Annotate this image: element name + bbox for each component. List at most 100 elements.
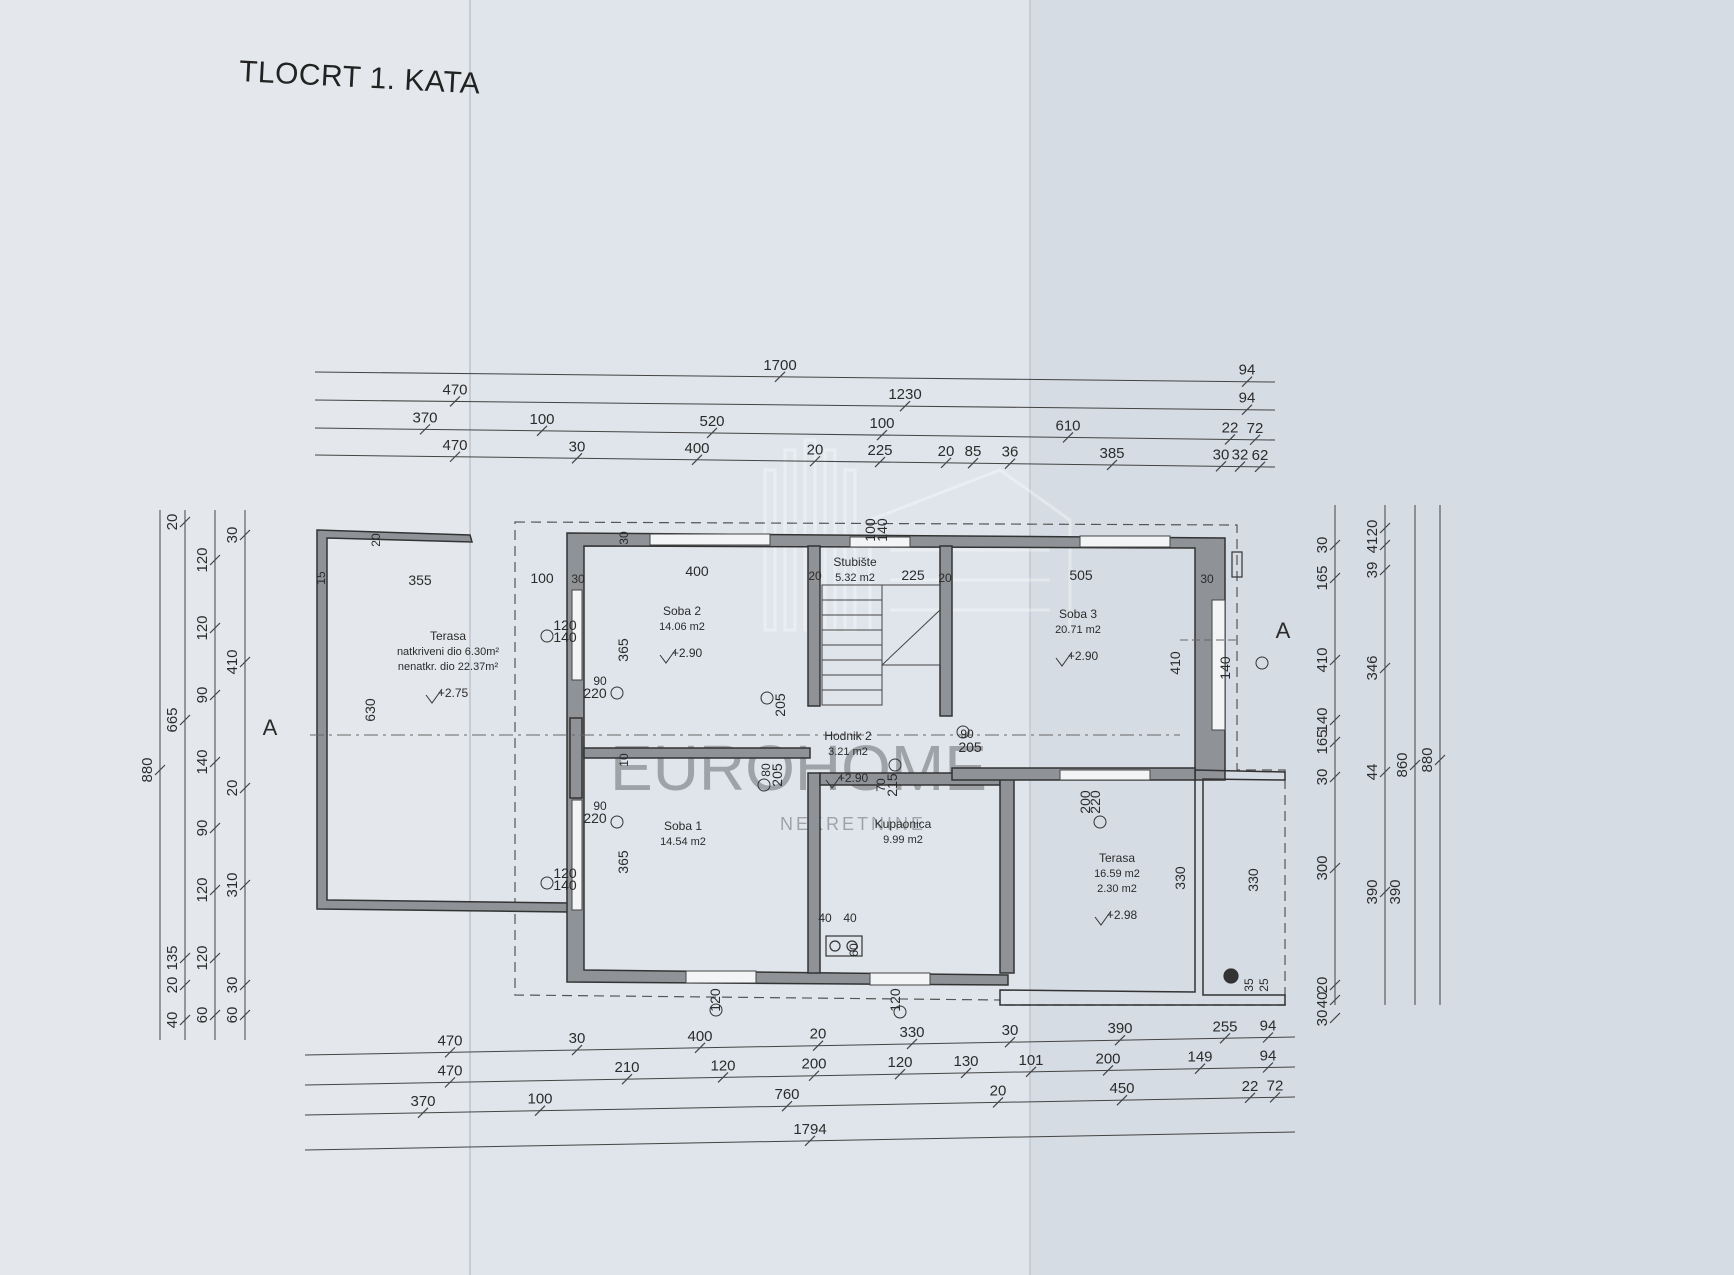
dimension-tick	[1215, 460, 1227, 472]
dimension-label: 44	[1364, 764, 1381, 781]
dimension-label: 20	[164, 514, 181, 531]
dimension-tick	[694, 1042, 706, 1054]
room-area: natkriveni dio 6.30m²	[397, 646, 499, 658]
dimension-label: 860	[1394, 752, 1411, 777]
dimension-tick	[571, 452, 583, 464]
dimension-line	[314, 427, 1276, 441]
dimension-tick	[209, 622, 221, 634]
door-marker-icon	[757, 778, 771, 792]
dimension-tick	[449, 396, 461, 407]
dimension-label: 22	[1242, 1078, 1259, 1095]
dimension-label: 25	[1257, 978, 1271, 992]
dimension-tick	[1254, 461, 1266, 473]
dimension-tick	[691, 454, 703, 466]
dimension-line	[314, 399, 1276, 411]
dimension-label: 90	[194, 687, 211, 704]
level-mark-icon	[425, 688, 443, 704]
dimension-label: 450	[1109, 1080, 1134, 1097]
dimension-tick	[960, 1067, 972, 1079]
dimension-label: 41	[1364, 537, 1381, 554]
dimension-label: 30	[1002, 1022, 1019, 1039]
dimension-tick	[1234, 461, 1246, 472]
dimension-label: 410	[224, 649, 241, 674]
dimension-label: 470	[437, 1032, 462, 1049]
dimension-label: 140	[194, 749, 211, 774]
dimension-tick	[444, 1076, 456, 1088]
dimension-label: 20	[224, 780, 241, 797]
outer-wall	[999, 769, 1286, 1006]
dimension-label: 35	[1242, 978, 1256, 992]
dimension-label: 470	[442, 381, 467, 398]
door-marker-icon	[1093, 815, 1107, 829]
dimension-tick	[239, 656, 251, 668]
dimension-label: 30	[617, 531, 631, 545]
dimension-tick	[209, 689, 221, 701]
dimension-label: 20	[990, 1082, 1007, 1099]
dimension-label: 30	[569, 1030, 586, 1047]
dimension-tick	[179, 1014, 191, 1026]
dimension-label: 300	[1314, 855, 1331, 880]
dimension-tick	[992, 1096, 1004, 1108]
dimension-tick	[1379, 539, 1391, 551]
dimension-label: 120	[194, 877, 211, 902]
dimension-label: 120	[194, 547, 211, 572]
dimension-label: 410	[1167, 651, 1183, 675]
dimension-tick	[1329, 994, 1341, 1006]
dimension-label: 120	[887, 1054, 912, 1071]
dimension-tick	[1269, 1091, 1281, 1103]
dimension-tick	[239, 1009, 251, 1021]
terrace-parapet	[316, 529, 569, 913]
room-name: Soba 3	[1059, 607, 1097, 621]
dimension-tick	[874, 456, 886, 468]
dimension-label: 470	[442, 437, 467, 454]
dimension-tick	[1004, 458, 1016, 470]
level-mark-icon	[1055, 651, 1073, 667]
room-name: Soba 1	[664, 819, 702, 833]
dimension-label: 40	[164, 1012, 181, 1029]
dimension-tick	[717, 1071, 729, 1083]
dimension-label: 200	[801, 1056, 826, 1073]
dimension-label: 60	[847, 943, 861, 957]
dimension-label: 470	[437, 1062, 462, 1079]
room-area: 9.99 m2	[883, 834, 923, 846]
room-label: Soba 114.54 m2	[660, 819, 706, 848]
room-name: Hodnik 2	[824, 729, 872, 743]
dimension-tick	[804, 1135, 816, 1147]
dimension-label: 400	[685, 563, 709, 579]
dimension-label: 100	[530, 570, 554, 586]
dimension-label: 400	[684, 440, 709, 457]
dimension-tick	[1434, 754, 1446, 766]
dimension-label: 330	[899, 1024, 924, 1041]
dimension-label: 370	[412, 409, 437, 426]
paper-panel-left	[0, 0, 470, 1275]
dimension-label: 390	[1107, 1020, 1132, 1037]
dimension-label: 225	[867, 442, 892, 459]
dimension-label: 20	[164, 977, 181, 994]
dimension-line	[314, 454, 1276, 468]
dimension-label: 72	[1267, 1077, 1284, 1094]
door-marker-icon	[760, 691, 774, 705]
dimension-label: 1700	[763, 357, 796, 374]
dimension-label: 20	[1364, 520, 1381, 537]
room-name: Terasa	[430, 629, 466, 643]
dimension-label: 62	[1252, 447, 1269, 464]
dimension-label: 365	[615, 850, 631, 874]
dimension-label: 200	[1077, 790, 1093, 814]
level-mark: +2.75	[438, 686, 469, 700]
dimension-label: 40	[843, 911, 857, 925]
dimension-tick	[419, 423, 431, 435]
dimension-tick	[1262, 1032, 1274, 1043]
dimension-tick	[239, 782, 251, 794]
room-area: nenatkr. dio 22.37m²	[398, 661, 499, 673]
dimension-tick	[899, 400, 911, 412]
dimension-label: 30	[569, 438, 586, 455]
dimension-label: 94	[1260, 1017, 1277, 1034]
dimension-label: 330	[1172, 866, 1188, 890]
dimension-tick	[239, 529, 251, 541]
dimension-tick	[1219, 1032, 1231, 1044]
dimension-tick	[417, 1107, 429, 1119]
door-marker-icon	[709, 1003, 723, 1017]
dimension-label: 40	[1314, 992, 1331, 1009]
